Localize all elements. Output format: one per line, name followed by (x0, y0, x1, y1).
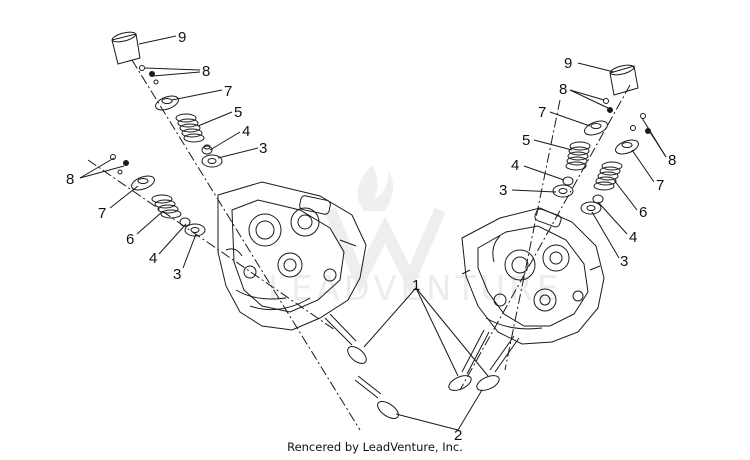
callout-9-right: 9 (564, 55, 572, 72)
seat-left-upper (201, 154, 223, 168)
callout-6-left: 6 (126, 231, 134, 248)
cotters-left-lower (110, 154, 129, 175)
retainer-right-lower (615, 139, 639, 155)
valve-intake-right (448, 329, 490, 391)
spring-left-upper (175, 113, 205, 143)
callout-5-left: 5 (234, 104, 242, 121)
spring-right-lower (593, 161, 623, 191)
callout-9-left: 9 (178, 29, 186, 46)
callout-3-right-lower: 3 (620, 253, 628, 270)
retainer-left-lower (131, 175, 155, 191)
callout-3-left-upper: 3 (259, 140, 267, 157)
tappet-left (111, 31, 141, 65)
cotters-left-upper (139, 65, 159, 85)
seal-right-upper (562, 176, 574, 186)
callout-3-left-lower: 3 (173, 266, 181, 283)
valve-exhaust-left (354, 375, 399, 419)
retainer-left-upper (155, 95, 179, 111)
callout-7-left-upper: 7 (224, 83, 232, 100)
seal-left-upper (201, 144, 213, 155)
left-cylinder-head (217, 181, 367, 331)
spring-left-lower (151, 194, 182, 219)
leader-lines (79, 35, 667, 431)
seal-right-lower (592, 194, 604, 204)
cotters-right-upper (603, 98, 613, 113)
callout-8-left-upper: 8 (202, 63, 210, 80)
callout-4-right-upper: 4 (511, 157, 519, 174)
valve-exhaust-right (476, 335, 520, 391)
callout-8-right-upper: 8 (559, 81, 567, 98)
callout-2: 2 (454, 427, 462, 444)
callout-numbers: 9 8 7 5 4 3 8 7 6 4 3 1 2 9 8 7 5 4 3 8 … (66, 29, 676, 444)
retainer-right-upper (584, 120, 608, 136)
credit-text: Rencered by LeadVenture, Inc. (287, 440, 463, 454)
callout-3-right-upper: 3 (499, 182, 507, 199)
callout-7-right-upper: 7 (538, 104, 546, 121)
callout-5-right: 5 (522, 132, 530, 149)
axis-lines (87, 59, 631, 431)
callout-1: 1 (412, 277, 420, 294)
callout-7-right-lower: 7 (656, 177, 664, 194)
tappet-right (609, 64, 639, 96)
seal-left-lower (179, 217, 191, 227)
callout-4-right-lower: 4 (629, 229, 637, 246)
seat-right-upper (552, 184, 574, 198)
cotters-right-lower (630, 113, 651, 134)
callout-4-left-lower: 4 (149, 250, 157, 267)
seat-right-lower (580, 201, 602, 215)
callout-6-right: 6 (639, 204, 647, 221)
right-cylinder-head (461, 207, 605, 345)
valve-intake-left (324, 313, 367, 364)
callout-8-right-lower: 8 (668, 152, 676, 169)
spring-right-upper (565, 141, 591, 171)
callout-8-left-lower: 8 (66, 171, 74, 188)
callout-7-left-lower: 7 (98, 205, 106, 222)
callout-4-left-upper: 4 (242, 123, 250, 140)
